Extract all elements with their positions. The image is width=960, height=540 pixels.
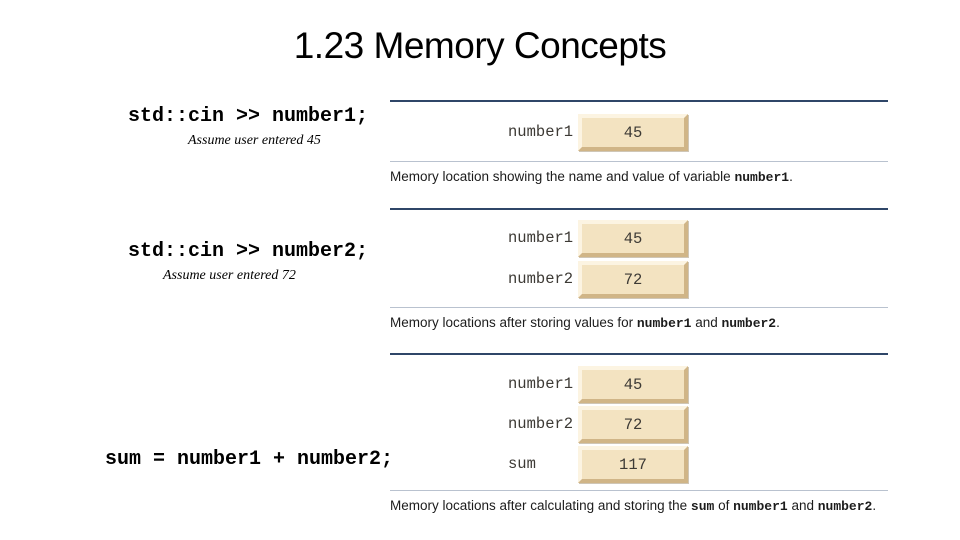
memory-cell-value: 72 [623,415,643,434]
caption-text: and [787,498,818,513]
memory-cell-value: 45 [623,229,643,248]
caption-text: Memory locations after calculating and s… [390,498,691,513]
figure-top-rule [390,208,888,210]
memory-cell-label: number2 [508,270,574,288]
memory-cell-box: 72 [578,261,688,298]
memory-cell-label: number1 [508,229,574,247]
caption-code-term: number1 [733,499,788,514]
caption-text: . [776,315,780,330]
code-statement-3: sum = number1 + number2; [105,448,394,471]
memory-cell-box: 72 [578,406,688,443]
memory-cell-label: sum [508,455,536,473]
code-note-2: Assume user entered 72 [163,268,296,283]
memory-cell-box: 45 [578,220,688,257]
caption-code-term: number1 [734,170,790,185]
caption-code-term: sum [690,499,715,514]
figure-caption: Memory locations after calculating and s… [390,497,910,516]
memory-cell-box: 45 [578,366,688,403]
figure-caption: Memory location showing the name and val… [390,168,910,187]
caption-text: . [872,498,877,513]
figure-caption-rule [390,490,888,491]
memory-cell-label: number1 [508,123,574,141]
caption-text: Memory location showing the name and val… [390,169,735,184]
memory-cell-value: 72 [623,270,643,289]
caption-code-term: number2 [721,316,777,331]
caption-text: and [691,315,722,330]
caption-text: . [789,169,793,184]
slide-title: 1.23 Memory Concepts [293,25,667,66]
memory-cell-value: 117 [619,455,647,474]
caption-text: of [714,498,734,513]
figure-top-rule [390,100,888,102]
memory-cell-label: number1 [508,375,574,393]
memory-cell-box: 117 [578,446,688,483]
memory-cell-value: 45 [623,123,643,142]
memory-cell-label: number2 [508,415,574,433]
figure-top-rule [390,353,888,355]
code-statement-1: std::cin >> number1; [128,105,369,128]
figure-caption-rule [390,307,888,308]
figure-caption: Memory locations after storing values fo… [390,314,910,333]
memory-cell-box: 45 [578,114,688,151]
caption-code-term: number1 [636,316,692,331]
caption-text: Memory locations after storing values fo… [390,315,637,330]
caption-code-term: number2 [817,499,873,514]
code-note-1: Assume user entered 45 [188,133,321,148]
memory-cell-value: 45 [623,375,643,394]
figure-caption-rule [390,161,888,162]
code-statement-2: std::cin >> number2; [128,240,369,263]
